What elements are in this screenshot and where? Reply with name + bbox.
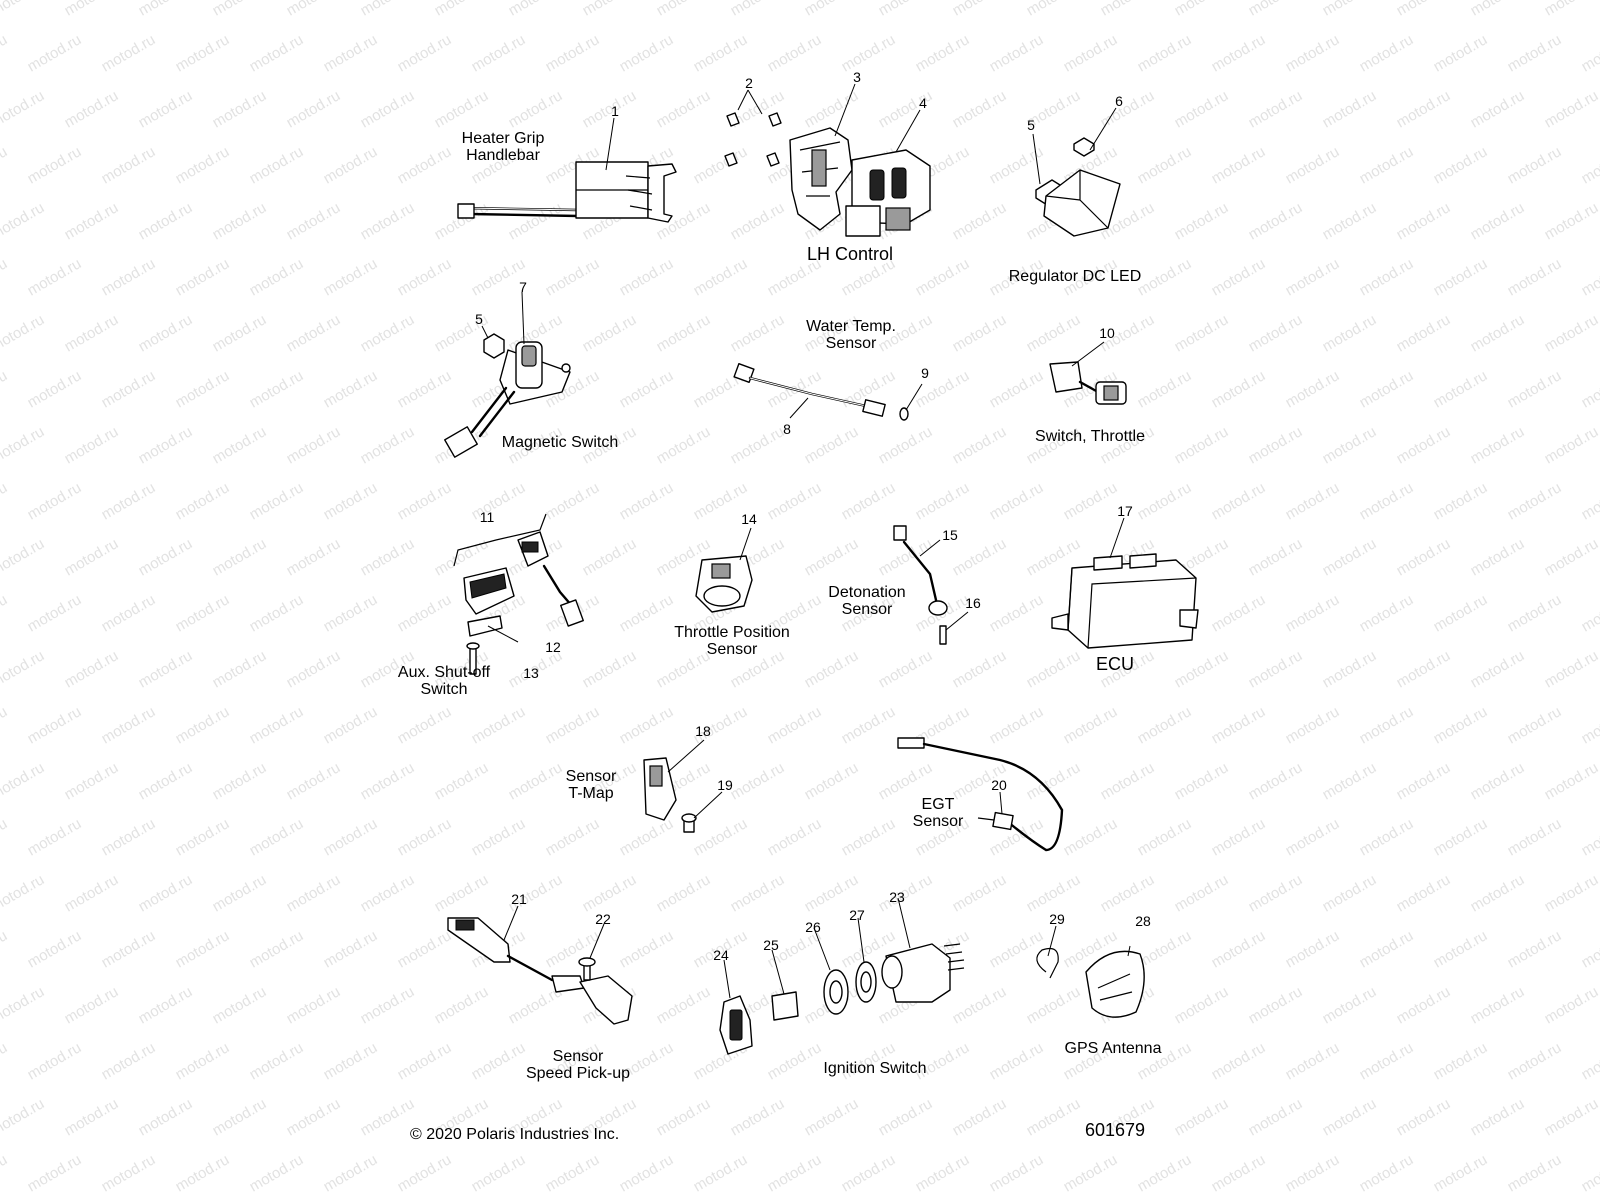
callout-27: 27 bbox=[849, 907, 865, 923]
regulator-part bbox=[1035, 137, 1121, 237]
label-heater-grip: Heater Grip Handlebar bbox=[461, 130, 545, 164]
leader-lines bbox=[481, 83, 1125, 999]
callout-24: 24 bbox=[713, 947, 729, 963]
egt-sensor-part bbox=[897, 737, 1064, 852]
label-ignition-switch: Ignition Switch bbox=[823, 1060, 927, 1077]
label-throttle-position: Throttle Position Sensor bbox=[674, 624, 790, 658]
gps-antenna-part bbox=[1036, 945, 1145, 1018]
callout-19: 19 bbox=[717, 777, 733, 793]
callout-26: 26 bbox=[805, 919, 821, 935]
callout-28: 28 bbox=[1135, 913, 1151, 929]
lh-housing-part bbox=[789, 127, 853, 231]
callout-13: 13 bbox=[523, 665, 539, 681]
throttle-position-sensor-part bbox=[695, 555, 753, 613]
callout-17: 17 bbox=[1117, 503, 1133, 519]
callout-22: 22 bbox=[595, 911, 611, 927]
magnetic-switch-part bbox=[444, 333, 571, 458]
callout-20: 20 bbox=[991, 777, 1007, 793]
label-tmap: Sensor T-Map bbox=[565, 768, 617, 802]
callout-25: 25 bbox=[763, 937, 779, 953]
tmap-sensor-part bbox=[643, 757, 697, 833]
callout-5: 5 bbox=[1027, 117, 1035, 133]
detonation-sensor-part bbox=[893, 525, 948, 645]
callout-14: 14 bbox=[741, 511, 757, 527]
callout-12: 12 bbox=[545, 639, 561, 655]
callout-6: 6 bbox=[1115, 93, 1123, 109]
callout-4: 4 bbox=[919, 95, 927, 111]
heater-grip-part bbox=[457, 161, 677, 223]
callout-11: 11 bbox=[479, 509, 495, 525]
label-water-temp: Water Temp. Sensor bbox=[806, 318, 896, 352]
label-detonation: Detonation Sensor bbox=[828, 584, 906, 618]
speed-pickup-part bbox=[447, 917, 633, 1025]
label-speed-pickup: Sensor Speed Pick-up bbox=[525, 1048, 631, 1082]
ecu-part bbox=[1051, 553, 1199, 649]
figure-number: 601679 bbox=[1084, 1120, 1146, 1140]
screw-parts bbox=[724, 112, 782, 167]
label-aux-shutoff: Aux. Shut-off Switch bbox=[397, 664, 491, 698]
callout-7: 7 bbox=[519, 279, 527, 295]
copyright: © 2020 Polaris Industries Inc. bbox=[410, 1126, 620, 1143]
label-ecu: ECU bbox=[1095, 654, 1134, 674]
label-gps-antenna: GPS Antenna bbox=[1064, 1040, 1162, 1057]
water-temp-sensor-part bbox=[733, 362, 909, 421]
label-switch-throttle: Switch, Throttle bbox=[1035, 428, 1145, 445]
ignition-switch-part bbox=[719, 943, 965, 1055]
label-magnetic-switch: Magnetic Switch bbox=[501, 434, 619, 451]
callout-21: 21 bbox=[511, 891, 527, 907]
callout-10: 10 bbox=[1099, 325, 1115, 341]
callout-9: 9 bbox=[921, 365, 929, 381]
callout-23: 23 bbox=[889, 889, 905, 905]
callout-2: 2 bbox=[745, 75, 753, 91]
label-regulator: Regulator DC LED bbox=[1008, 268, 1142, 285]
aux-shutoff-part bbox=[453, 513, 584, 675]
callout-15: 15 bbox=[942, 527, 958, 543]
label-lh-control: LH Control bbox=[806, 244, 894, 264]
callout-3: 3 bbox=[853, 69, 861, 85]
callout-1: 1 bbox=[611, 103, 619, 119]
label-egt: EGT Sensor bbox=[912, 796, 964, 830]
callout-5b: 5 bbox=[475, 311, 483, 327]
callout-8: 8 bbox=[783, 421, 791, 437]
throttle-switch-part bbox=[1049, 361, 1127, 405]
callout-18: 18 bbox=[695, 723, 711, 739]
lh-control-part bbox=[845, 149, 931, 237]
callout-16: 16 bbox=[965, 595, 981, 611]
callout-29: 29 bbox=[1049, 911, 1065, 927]
